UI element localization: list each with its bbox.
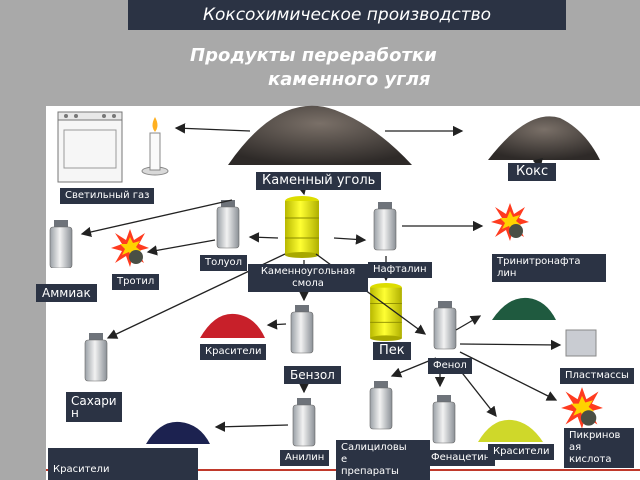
stove-icon <box>57 111 123 183</box>
bottle-icon <box>290 304 314 354</box>
label-plastics: Пластмассы <box>560 368 634 384</box>
bottle-icon <box>432 394 456 444</box>
title-bar: Коксохимическое производство <box>128 0 566 30</box>
label-trinitronaphthalene: Тринитронафта лин <box>492 254 606 282</box>
plastic-sample <box>565 329 597 357</box>
label-dyes-navy: Красители <box>48 448 198 480</box>
label-picric-acid: Пикринов ая кислота <box>564 428 634 468</box>
label-trotyl: Тротил <box>112 274 160 290</box>
label-coal-tar: Каменноугольная смола <box>248 264 368 292</box>
explosion-icon <box>491 203 529 241</box>
dye-pile-green <box>492 297 556 320</box>
coke-pile <box>488 116 600 160</box>
candle-icon <box>141 117 169 176</box>
label-lighting-gas: Светильный газ <box>60 188 155 204</box>
label-dyes-yellow: Красители <box>488 444 555 460</box>
label-phenacetin: Фенацетин <box>426 450 496 466</box>
label-saccharin: Сахари н <box>66 392 122 422</box>
bottle-icon <box>49 220 73 268</box>
label-phenol: Фенол <box>428 358 472 374</box>
explosion-icon <box>561 387 603 429</box>
pitch-barrel-icon <box>369 283 403 341</box>
bottle-icon <box>216 199 240 249</box>
label-dyes-red: Красители <box>200 344 267 360</box>
subtitle: Продукты переработки каменного угля <box>190 44 500 92</box>
label-toluene: Толуол <box>200 255 248 271</box>
bottle-icon <box>84 332 108 382</box>
dye-pile-navy <box>146 421 210 444</box>
label-pitch: Пек <box>373 342 411 360</box>
bottle-icon <box>433 300 457 350</box>
bottle-icon <box>292 397 316 447</box>
label-coke: Кокс <box>508 163 557 181</box>
label-benzene: Бензол <box>284 366 341 384</box>
coal-pile <box>228 105 412 165</box>
tar-barrel-icon <box>284 196 320 258</box>
subtitle-line-2: каменного угля <box>268 69 431 90</box>
dye-pile-red <box>200 313 265 338</box>
subtitle-line-1: Продукты переработки <box>190 45 437 66</box>
bottle-icon <box>369 380 393 430</box>
label-salicylic: Салициловы е препараты <box>336 440 430 480</box>
label-aniline: Анилин <box>280 450 330 466</box>
explosion-icon <box>111 229 149 267</box>
label-ammonia: Аммиак <box>36 284 97 302</box>
label-coal: Каменный уголь <box>256 172 382 190</box>
page-title: Коксохимическое производство <box>202 5 492 25</box>
dye-pile-yellow <box>478 419 543 442</box>
label-naphthalene: Нафталин <box>368 262 432 278</box>
bottle-icon <box>373 201 397 251</box>
